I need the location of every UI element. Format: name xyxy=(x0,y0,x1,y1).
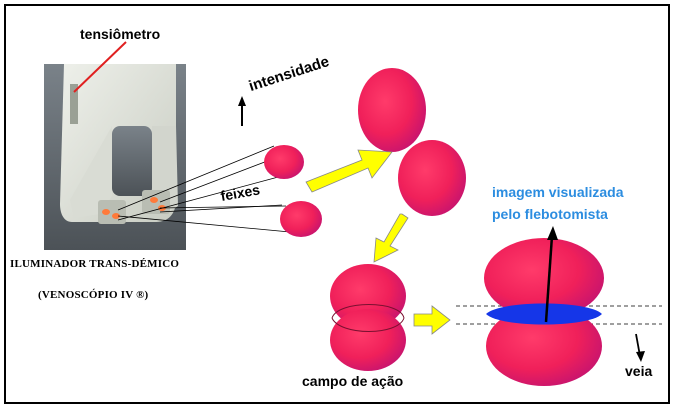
light-spot-large xyxy=(398,140,466,216)
field-of-action xyxy=(330,264,406,371)
venoscope-device-photo xyxy=(44,64,186,250)
yellow-arrow xyxy=(374,214,408,262)
visualized-image xyxy=(484,238,604,386)
label-tensiometro: tensiômetro xyxy=(80,26,160,42)
yellow-arrow xyxy=(306,150,392,192)
light-spot-small xyxy=(264,145,304,179)
label-imagem-visualizada: imagem visualizada xyxy=(492,184,624,200)
label-iluminador: ILUMINADOR TRANS-DÉMICO xyxy=(10,258,179,270)
light-spot-small xyxy=(280,201,322,237)
label-veia: veia xyxy=(625,363,652,379)
yellow-arrow xyxy=(414,306,450,334)
led-light xyxy=(102,209,110,215)
led-light xyxy=(150,197,158,203)
light-spot-large xyxy=(358,68,426,152)
label-venoscopio: (VENOSCÓPIO IV ®) xyxy=(38,289,148,301)
label-campo-de-acao: campo de ação xyxy=(302,373,403,389)
label-pelo-flebotomista: pelo flebotomista xyxy=(492,206,608,222)
